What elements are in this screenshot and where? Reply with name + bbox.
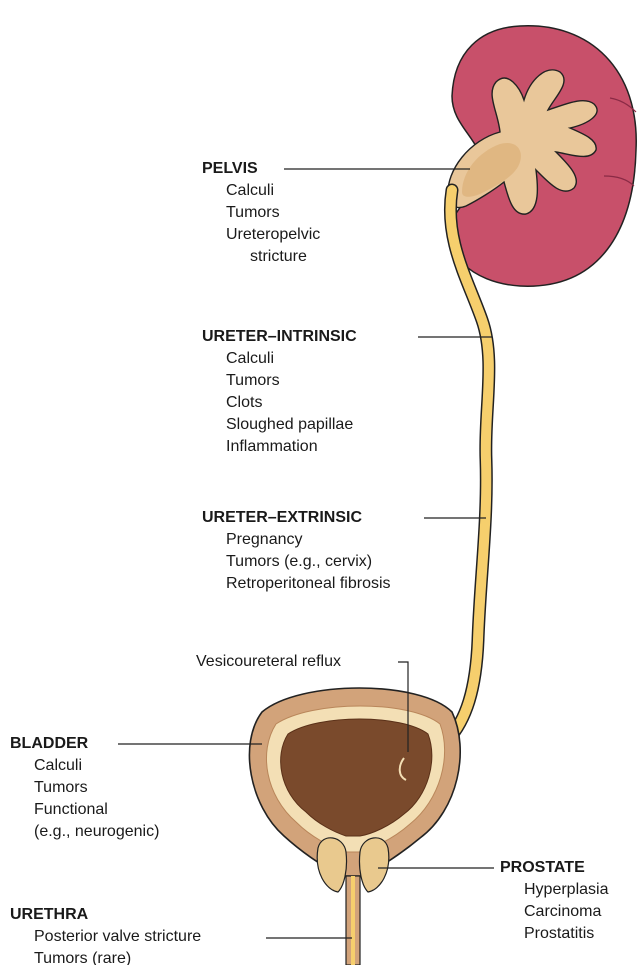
pelvis-label: PELVIS Calculi Tumors Ureteropelvic stri… <box>202 158 320 268</box>
urethra-item: Tumors (rare) <box>10 948 201 965</box>
vesicoureteral-reflux-title: Vesicoureteral reflux <box>196 653 341 670</box>
bladder-item: Functional <box>10 799 159 821</box>
prostate-item: Prostatitis <box>500 923 608 945</box>
prostate-label: PROSTATE Hyperplasia Carcinoma Prostatit… <box>500 857 608 945</box>
kidney <box>448 26 636 286</box>
bladder-title: BLADDER <box>10 735 88 752</box>
bladder-item: Tumors <box>10 777 159 799</box>
bladder-label: BLADDER Calculi Tumors Functional (e.g.,… <box>10 733 159 843</box>
ureter-intrinsic-item: Sloughed papillae <box>202 414 357 436</box>
prostate-left <box>317 838 346 892</box>
bladder-item: (e.g., neurogenic) <box>10 821 159 843</box>
pelvis-title: PELVIS <box>202 160 258 177</box>
ureter-extrinsic-item: Pregnancy <box>202 529 391 551</box>
urethra <box>346 876 360 965</box>
urethra-label: URETHRA Posterior valve stricture Tumors… <box>10 904 201 965</box>
ureter-extrinsic-title: URETER–EXTRINSIC <box>202 509 362 526</box>
ureter-intrinsic-item: Tumors <box>202 370 357 392</box>
ureter-intrinsic-item: Calculi <box>202 348 357 370</box>
ureter-extrinsic-item: Retroperitoneal fibrosis <box>202 573 391 595</box>
bladder <box>249 688 460 876</box>
prostate-right <box>359 838 388 892</box>
vesicoureteral-reflux-label: Vesicoureteral reflux <box>196 651 341 673</box>
urethra-title: URETHRA <box>10 906 88 923</box>
ureter-extrinsic-item: Tumors (e.g., cervix) <box>202 551 391 573</box>
pelvis-item: Ureteropelvic <box>202 224 320 246</box>
prostate-item: Hyperplasia <box>500 879 608 901</box>
ureter-intrinsic-item: Inflammation <box>202 436 357 458</box>
prostate-title: PROSTATE <box>500 859 585 876</box>
bladder-item: Calculi <box>10 755 159 777</box>
pelvis-item: stricture <box>202 246 320 268</box>
ureter-intrinsic-item: Clots <box>202 392 357 414</box>
prostate-item: Carcinoma <box>500 901 608 923</box>
ureter-extrinsic-label: URETER–EXTRINSIC Pregnancy Tumors (e.g.,… <box>202 507 391 595</box>
urethra-item: Posterior valve stricture <box>10 926 201 948</box>
pelvis-item: Calculi <box>202 180 320 202</box>
ureter-intrinsic-title: URETER–INTRINSIC <box>202 328 357 345</box>
ureter-intrinsic-label: URETER–INTRINSIC Calculi Tumors Clots Sl… <box>202 326 357 458</box>
pelvis-item: Tumors <box>202 202 320 224</box>
